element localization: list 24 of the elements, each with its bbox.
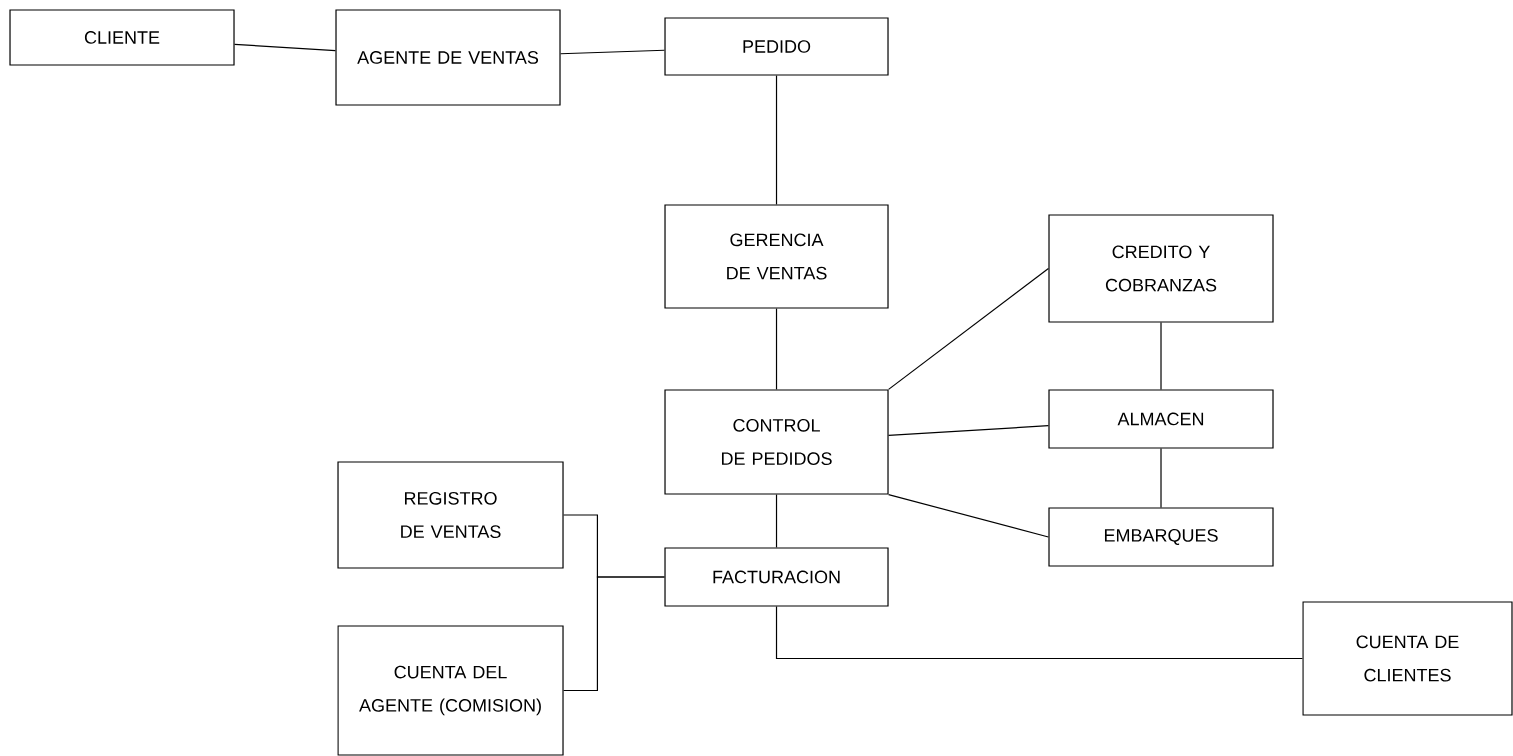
process-box: CLIENTE [9, 9, 235, 66]
process-box: CUENTA DEL AGENTE (COMISION) [337, 625, 564, 756]
process-box: ALMACEN [1048, 389, 1274, 449]
connector-line [1160, 448, 1162, 508]
process-box: GERENCIA DE VENTAS [664, 204, 889, 309]
connector-line [775, 308, 778, 390]
process-box: PEDIDO [664, 17, 889, 76]
process-box: REGISTRO DE VENTAS [337, 461, 564, 569]
connector-line [888, 267, 1049, 390]
connector-line [775, 75, 778, 205]
connector-line [563, 576, 665, 692]
connector-line [1160, 322, 1162, 390]
connector-line [775, 606, 1303, 660]
connector-line [560, 49, 665, 55]
connector-line [888, 425, 1049, 436]
process-box: EMBARQUES [1048, 507, 1274, 567]
connector-line [888, 494, 1049, 538]
process-box: FACTURACION [664, 547, 889, 607]
process-box: CREDITO Y COBRANZAS [1048, 214, 1274, 323]
process-box: CONTROL DE PEDIDOS [664, 389, 889, 495]
connector-line [234, 43, 336, 52]
process-box: AGENTE DE VENTAS [335, 9, 561, 106]
connector-line [775, 494, 778, 548]
process-box: CUENTA DE CLIENTES [1302, 601, 1513, 716]
